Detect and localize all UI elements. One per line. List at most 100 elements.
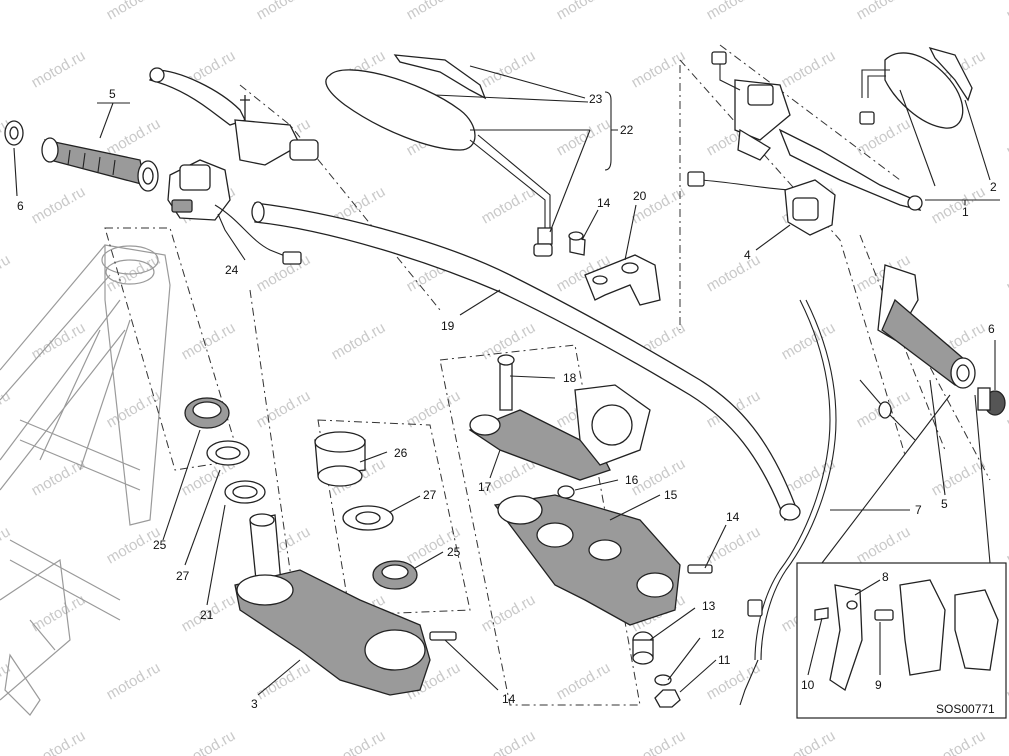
inset-detail: [796, 394, 1007, 719]
center-box-parts: [314, 431, 418, 590]
callout-9: 9: [875, 678, 882, 692]
watermark-text: motod.ru: [704, 0, 764, 23]
riser-bracket: [468, 354, 651, 499]
leader-lines: [13, 65, 1000, 696]
callout-labels: 1 2 3 4 5 5 6 6 7 8 9 10 11 12 13 14 14 …: [17, 87, 997, 716]
callout-7: 7: [915, 503, 922, 517]
watermark-text: motod.ru: [629, 47, 689, 91]
left-mirror: [325, 54, 553, 257]
watermark-text: motod.ru: [854, 0, 914, 23]
watermark-text: motod.ru: [704, 523, 764, 567]
callout-6-left: 6: [17, 199, 24, 213]
callout-5-right: 5: [941, 497, 948, 511]
callout-17: 17: [478, 480, 492, 494]
watermark-text: motod.ru: [329, 727, 389, 756]
callout-27-box: 27: [423, 488, 437, 502]
callout-23: 23: [589, 92, 603, 106]
right-lever-assembly: [687, 51, 923, 211]
callout-19: 19: [441, 319, 455, 333]
watermark-text: motod.ru: [929, 727, 989, 756]
right-switch: [784, 179, 836, 236]
callout-25-left: 25: [153, 538, 167, 552]
callout-16: 16: [625, 473, 639, 487]
watermark-text: motod.ru: [854, 523, 914, 567]
watermark-text: motod.ru: [554, 659, 614, 703]
callout-11: 11: [718, 653, 731, 667]
watermark-text: motod.ru: [104, 659, 164, 703]
watermark-text: motod.ru: [29, 455, 89, 499]
watermark-text: motod.ru: [104, 0, 164, 23]
watermark-text: motod.ru: [29, 47, 89, 91]
frame-section: [0, 244, 171, 716]
callout-2: 2: [990, 180, 997, 194]
upper-triple-clamp: [493, 494, 713, 626]
watermark-text: motod.ru: [704, 251, 764, 295]
watermark-text: motod.ru: [929, 183, 989, 227]
callout-15: 15: [664, 488, 678, 502]
watermark-text: motod.ru: [1004, 0, 1009, 23]
drawing-code: SOS00771: [936, 702, 995, 716]
callout-8: 8: [882, 570, 889, 584]
right-grip: [877, 264, 1006, 416]
watermark-text: motod.ru: [104, 387, 164, 431]
callout-5-left: 5: [109, 87, 116, 101]
watermark-text: motod.ru: [479, 591, 539, 635]
callout-12: 12: [711, 627, 725, 641]
watermark-text: motod.ru: [329, 319, 389, 363]
callout-1: 1: [962, 205, 969, 219]
callout-6-right: 6: [988, 322, 995, 336]
callout-22: 22: [620, 123, 634, 137]
watermark-text: motod.ru: [629, 727, 689, 756]
watermark-text: motod.ru: [104, 115, 164, 159]
left-lever-assembly: [149, 67, 319, 166]
watermark-text: motod.ru: [779, 47, 839, 91]
watermark-text: motod.ru: [29, 727, 89, 756]
callout-14-clamp: 14: [726, 510, 740, 524]
watermark-text: motod.ru: [1004, 387, 1009, 431]
watermark-text: motod.ru: [554, 0, 614, 23]
watermark-text: motod.ru: [254, 0, 314, 23]
left-grip: [4, 120, 159, 192]
watermark-text: motod.ru: [779, 319, 839, 363]
watermark-text: motod.ru: [179, 727, 239, 756]
callout-24: 24: [225, 263, 239, 277]
watermark-text: motod.ru: [254, 387, 314, 431]
callout-18: 18: [563, 371, 577, 385]
watermark-text: motod.ru: [0, 387, 13, 431]
watermark-text: motod.ru: [479, 727, 539, 756]
fasteners: [632, 631, 681, 708]
throttle-cable: [739, 299, 916, 706]
watermark-text: motod.ru: [254, 659, 314, 703]
watermark-text: motod.ru: [1004, 523, 1009, 567]
watermark-text: motod.ru: [404, 387, 464, 431]
watermark-text: motod.ru: [1004, 251, 1009, 295]
watermark-text: motod.ru: [404, 0, 464, 23]
watermark-text: motod.ru: [779, 727, 839, 756]
callout-14-stem: 14: [502, 692, 516, 706]
watermark-text: motod.ru: [1004, 115, 1009, 159]
watermark-text: motod.ru: [479, 47, 539, 91]
handlebar-clamp: [568, 231, 661, 306]
callout-27-left: 27: [176, 569, 190, 583]
callout-3: 3: [251, 697, 258, 711]
watermark-text: motod.ru: [29, 183, 89, 227]
right-mirror: [859, 46, 973, 129]
callout-26: 26: [394, 446, 408, 460]
steering-stem: [234, 513, 457, 696]
left-switch: [167, 159, 302, 265]
callout-13: 13: [702, 599, 716, 613]
callout-20: 20: [633, 189, 647, 203]
watermark-text: motod.ru: [479, 183, 539, 227]
callout-25-box: 25: [447, 545, 461, 559]
handlebar: [251, 201, 801, 522]
watermark-text: motod.ru: [554, 115, 614, 159]
watermark-text: motod.ru: [0, 251, 13, 295]
callout-21: 21: [200, 608, 214, 622]
callout-10: 10: [801, 678, 815, 692]
watermark-text: motod.ru: [704, 659, 764, 703]
watermark-text: motod.ru: [0, 0, 13, 23]
callout-14-top: 14: [597, 196, 611, 210]
watermark-text: motod.ru: [929, 455, 989, 499]
callout-4: 4: [744, 248, 751, 262]
